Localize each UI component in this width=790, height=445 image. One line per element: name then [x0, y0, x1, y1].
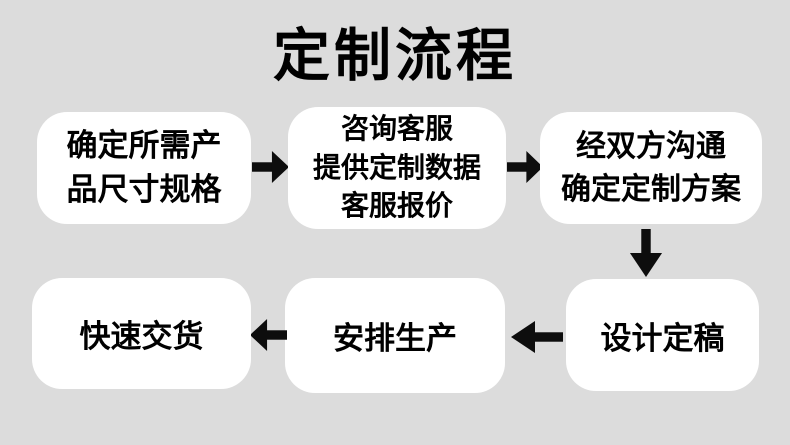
page-title: 定制流程 — [273, 24, 517, 88]
step-1-label-line: 品尺寸规格 — [66, 172, 222, 207]
step-3-box: 经双方沟通 确定定制方案 — [540, 112, 762, 224]
step-2-label-line: 咨询客服 — [340, 113, 453, 145]
step-5-box: 安排生产 — [285, 278, 505, 393]
step-4-box: 设计定稿 — [566, 279, 759, 391]
arrow-right-icon — [252, 150, 289, 184]
step-2-label-line: 客服报价 — [340, 190, 453, 222]
arrow-down-icon — [629, 229, 663, 277]
step-5-label-line: 安排生产 — [333, 321, 457, 356]
arrow-left-icon — [250, 318, 287, 352]
step-1-label-line: 确定所需产 — [66, 127, 222, 163]
step-3-label-line: 经双方沟通 — [576, 129, 726, 163]
step-2-box: 咨询客服 提供定制数据 客服报价 — [288, 107, 506, 229]
arrow-right-icon — [507, 150, 543, 184]
step-3-label-line: 确定定制方案 — [561, 173, 741, 206]
step-6-label-line: 快速交货 — [79, 319, 204, 354]
step-4-label-line: 设计定稿 — [600, 320, 725, 356]
step-1-box: 确定所需产 品尺寸规格 — [37, 112, 251, 224]
step-2-label-line: 提供定制数据 — [312, 151, 481, 183]
arrow-left-icon — [511, 320, 563, 354]
step-6-box: 快速交货 — [32, 278, 251, 389]
